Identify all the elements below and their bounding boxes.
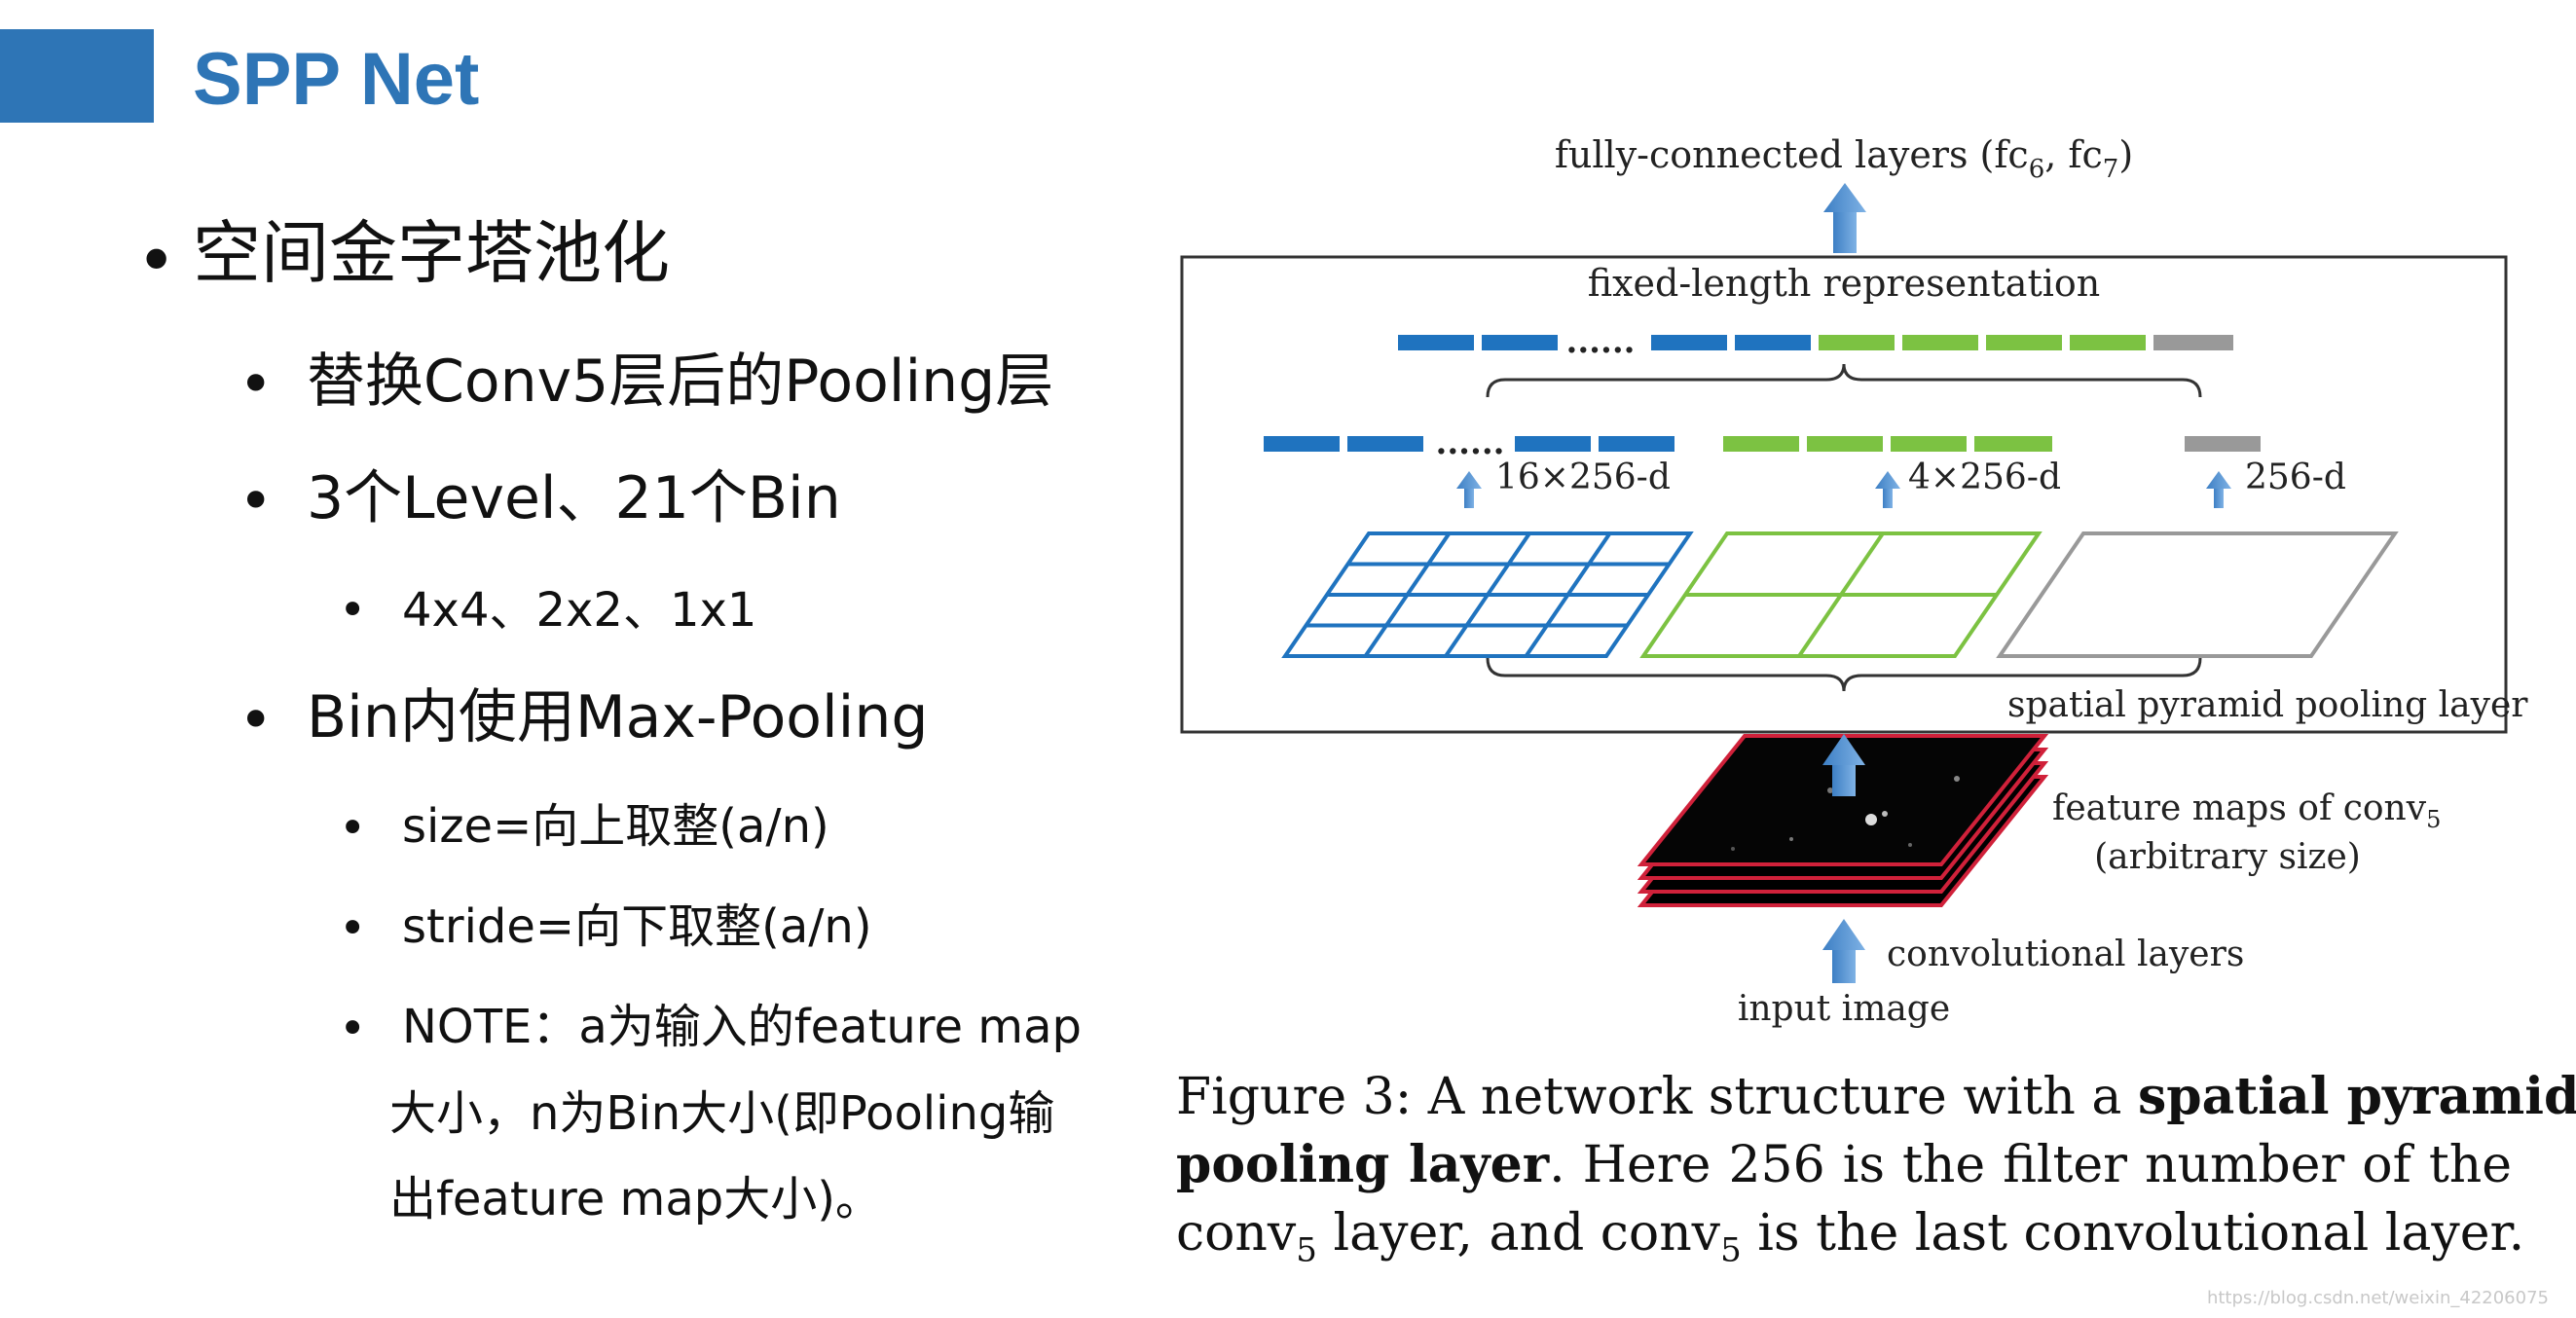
- bullet-dot: •: [239, 350, 274, 419]
- bullet-dot: •: [339, 583, 367, 638]
- arrow-from-input-icon: [1822, 919, 1865, 983]
- bullet-dot: •: [136, 221, 177, 301]
- dim-label-4: 4×256-d: [1908, 458, 2061, 497]
- arrow-level16-icon: [1456, 471, 1482, 508]
- caption-line-2: pooling layer. Here 256 is the filter nu…: [1176, 1135, 2512, 1194]
- bullet-stride-formula: stride=向下取整(a/n): [402, 899, 872, 954]
- spp-network-diagram: fully-connected layers (fc6, fc7) fixed-…: [1180, 133, 2528, 1029]
- level-vector-16: ......: [1264, 423, 1674, 462]
- arrow-level1-icon: [2206, 471, 2231, 508]
- bullet-dot: •: [339, 801, 367, 856]
- spp-layer-label: spatial pyramid pooling layer: [2007, 685, 2528, 725]
- slide-title: SPP Net: [193, 38, 480, 121]
- bullet-note-line3: 出feature map大小)。: [389, 1172, 882, 1226]
- arrow-to-spp-icon: [1822, 734, 1865, 796]
- arrow-level4-icon: [1875, 471, 1900, 508]
- fixed-length-label: fixed-length representation: [1588, 262, 2101, 305]
- fc-layers-label: fully-connected layers (fc6, fc7): [1555, 133, 2133, 184]
- svg-text:......: ......: [1435, 423, 1504, 462]
- bullet-size-formula: size=向上取整(a/n): [402, 799, 829, 854]
- dim-label-16: 16×256-d: [1495, 458, 1671, 497]
- bullet-bin-sizes: 4x4、2x2、1x1: [402, 583, 757, 638]
- title-accent-bar: [0, 29, 154, 123]
- bullet-level1-spp: 空间金字塔池化: [193, 213, 670, 293]
- bullet-replace-pooling: 替换Conv5层后的Pooling层: [307, 348, 1054, 416]
- figure-caption: Figure 3: A network structure with a spa…: [1176, 1063, 2576, 1284]
- feature-maps-label: feature maps of conv5: [2052, 788, 2441, 833]
- level-vector-4: [1723, 436, 2052, 452]
- bullet-dot: •: [239, 686, 274, 754]
- level-vector-1: [2185, 436, 2261, 452]
- input-image-label: input image: [1738, 989, 1950, 1029]
- bullet-max-pooling: Bin内使用Max-Pooling: [307, 683, 929, 751]
- fixed-length-vector: ......: [1398, 322, 2233, 361]
- bullet-note-line2: 大小，n为Bin大小(即Pooling输: [389, 1086, 1055, 1141]
- pyramid-grid-1x1: [1996, 531, 2399, 658]
- watermark: https://blog.csdn.net/weixin_42206075: [2206, 1288, 2549, 1308]
- arrow-to-fc-icon: [1823, 183, 1866, 253]
- pooling-brace: [1486, 657, 2202, 692]
- pyramid-grid-4x4: [1281, 531, 1694, 658]
- feature-map-stack: [1637, 734, 2049, 907]
- spp-layer-box: [1180, 255, 2508, 734]
- dim-label-1: 256-d: [2245, 458, 2346, 497]
- caption-line-1: Figure 3: A network structure with a spa…: [1176, 1067, 2576, 1126]
- pyramid-grid-2x2: [1639, 531, 2042, 658]
- bullet-levels-bins: 3个Level、21个Bin: [307, 464, 841, 532]
- svg-text:......: ......: [1565, 322, 1635, 361]
- bullet-note-line1: NOTE：a为输入的feature map: [402, 1000, 1082, 1054]
- bullet-dot: •: [339, 1002, 367, 1056]
- arbitrary-size-label: (arbitrary size): [2094, 837, 2361, 877]
- concat-brace: [1486, 363, 2202, 398]
- caption-line-3: conv5 layer, and conv5 is the last convo…: [1176, 1204, 2525, 1270]
- conv-layers-label: convolutional layers: [1887, 934, 2244, 974]
- bullet-dot: •: [339, 901, 367, 956]
- bullet-dot: •: [239, 467, 274, 535]
